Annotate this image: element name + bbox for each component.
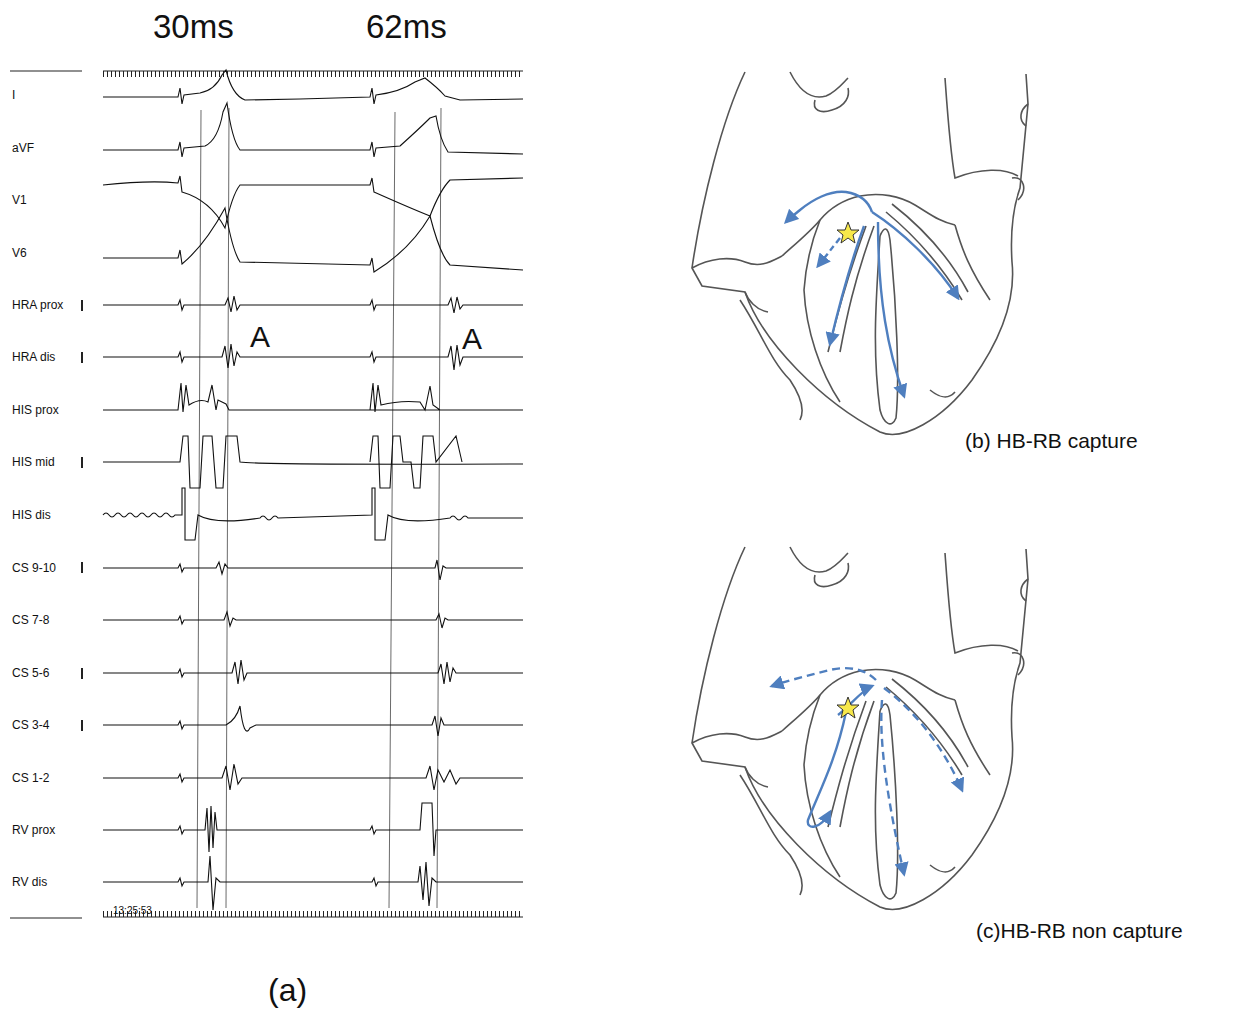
conduction-noncapture xyxy=(772,668,962,874)
channel-name: CS 9-10 xyxy=(12,562,56,574)
channel-name: CS 1-2 xyxy=(12,772,49,784)
interval-label: 62ms xyxy=(366,10,447,43)
time-axis xyxy=(10,71,523,918)
conduction-capture xyxy=(786,192,958,396)
channel-name: RV dis xyxy=(12,876,47,888)
channel-name: aVF xyxy=(12,142,34,154)
heart-outline xyxy=(692,72,1028,909)
pacing-site-star xyxy=(837,222,859,718)
channel-name: CS 5-6 xyxy=(12,667,49,679)
channel-name: HRA dis xyxy=(12,351,55,363)
channel-name: I xyxy=(12,89,15,101)
panel-label: (a) xyxy=(268,974,307,1006)
panel-label: (c)HB-RB non capture xyxy=(976,920,1183,941)
intracardiac-traces xyxy=(103,296,523,910)
channel-name: HRA prox xyxy=(12,299,63,311)
channel-name: CS 7-8 xyxy=(12,614,49,626)
channel-name: V6 xyxy=(12,247,27,259)
ecg-traces xyxy=(103,70,523,272)
gain-bars xyxy=(81,300,83,731)
interval-label: 30ms xyxy=(153,10,234,43)
panel-label: (b) HB-RB capture xyxy=(965,430,1138,451)
timestamp: 13:25:53 xyxy=(113,906,152,916)
atrial-marker: A xyxy=(250,322,270,352)
channel-name: CS 3-4 xyxy=(12,719,49,731)
channel-name: HIS dis xyxy=(12,509,51,521)
timing-lines xyxy=(197,108,441,908)
channel-name: V1 xyxy=(12,194,27,206)
atrial-marker: A xyxy=(462,324,482,354)
channel-name: HIS mid xyxy=(12,456,55,468)
channel-name: RV prox xyxy=(12,824,55,836)
channel-name: HIS prox xyxy=(12,404,59,416)
